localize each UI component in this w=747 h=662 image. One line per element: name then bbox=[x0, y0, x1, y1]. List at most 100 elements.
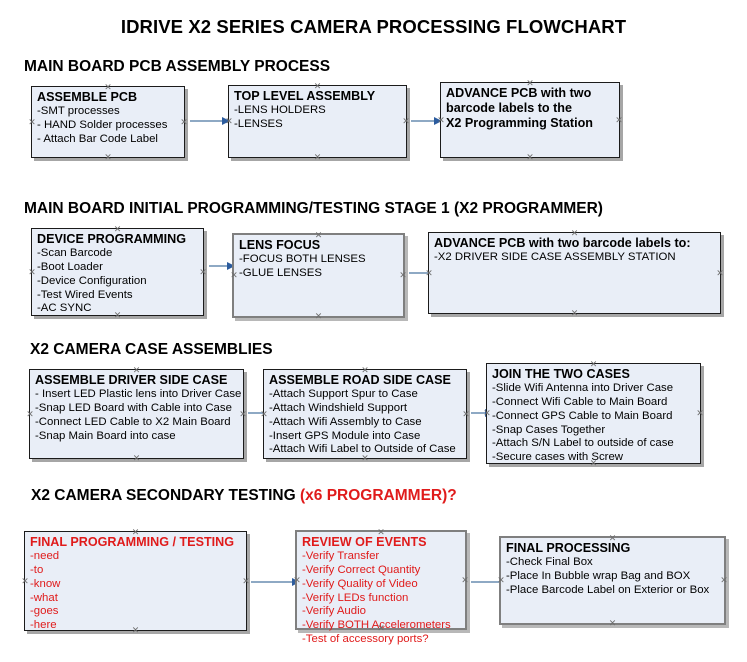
node-advance-pcb-to-x2-programming-station[interactable]: ADVANCE PCB with two barcode labels to t… bbox=[440, 82, 620, 158]
connection-handle-right[interactable] bbox=[716, 269, 725, 278]
node-line: -Slide Wifi Antenna into Driver Case bbox=[492, 381, 674, 394]
node-line: -Connect GPS Cable to Main Board bbox=[492, 409, 673, 422]
node-line: -GLUE LENSES bbox=[239, 266, 322, 279]
connection-handle-left[interactable] bbox=[26, 410, 35, 419]
node-line: -SMT processes bbox=[37, 104, 120, 117]
connection-handle-bottom[interactable] bbox=[314, 312, 323, 321]
node-final-processing[interactable]: FINAL PROCESSING -Check Final Box -Place… bbox=[499, 536, 726, 625]
connection-handle-bottom[interactable] bbox=[113, 311, 122, 320]
node-line-overflow: -Test of accessory ports? bbox=[302, 633, 429, 646]
connection-handle-top[interactable] bbox=[313, 82, 322, 91]
connection-handle-left[interactable] bbox=[28, 118, 37, 127]
node-body: - Insert LED Plastic lens into Driver Ca… bbox=[35, 387, 242, 444]
section-heading-text: X2 CAMERA CASE ASSEMBLIES bbox=[30, 341, 273, 358]
node-title: JOIN THE TWO CASES bbox=[492, 367, 630, 381]
node-line: -AC SYNC bbox=[37, 302, 92, 315]
connection-handle-top[interactable] bbox=[526, 79, 535, 88]
connection-handle-bottom[interactable] bbox=[104, 153, 113, 162]
connection-handle-top[interactable] bbox=[377, 528, 386, 537]
node-title: REVIEW OF EVENTS bbox=[302, 535, 427, 549]
section-heading-x2-camera-secondary-testing: X2 CAMERA SECONDARY TESTING (x6 PROGRAMM… bbox=[31, 487, 457, 505]
node-lens-focus[interactable]: LENS FOCUS -FOCUS BOTH LENSES -GLUE LENS… bbox=[232, 233, 405, 318]
node-title: FINAL PROCESSING bbox=[506, 541, 631, 555]
node-line: -need bbox=[30, 549, 60, 562]
node-final-programming-testing[interactable]: FINAL PROGRAMMING / TESTING -need -to -k… bbox=[24, 531, 247, 631]
connection-handle-right[interactable] bbox=[461, 576, 470, 585]
connection-handle-top[interactable] bbox=[132, 366, 141, 375]
connection-handle-left[interactable] bbox=[260, 410, 269, 419]
node-body: -FOCUS BOTH LENSES -GLUE LENSES bbox=[239, 253, 399, 281]
connector-assemble-pcb-to-top-level-assembly bbox=[190, 116, 230, 125]
node-title: ASSEMBLE DRIVER SIDE CASE bbox=[35, 373, 228, 387]
connection-handle-left[interactable] bbox=[437, 116, 446, 125]
connection-handle-top[interactable] bbox=[104, 83, 113, 92]
node-line: -X2 DRIVER SIDE CASE ASSEMBLY STATION bbox=[434, 250, 676, 263]
node-advance-pcb-to-driver-side-case-assembly-station[interactable]: ADVANCE PCB with two barcode labels to: … bbox=[428, 232, 721, 314]
node-title: ASSEMBLE ROAD SIDE CASE bbox=[269, 373, 451, 387]
connection-handle-right[interactable] bbox=[242, 577, 251, 586]
page-title: IDRIVE X2 SERIES CAMERA PROCESSING FLOWC… bbox=[120, 16, 627, 37]
node-assemble-road-side-case[interactable]: ASSEMBLE ROAD SIDE CASE -Attach Support … bbox=[263, 369, 467, 459]
node-line: -FOCUS BOTH LENSES bbox=[239, 252, 366, 265]
node-line: -Scan Barcode bbox=[37, 246, 113, 259]
connection-handle-top[interactable] bbox=[314, 231, 323, 240]
connection-handle-right[interactable] bbox=[615, 116, 624, 125]
node-top-level-assembly[interactable]: TOP LEVEL ASSEMBLY -LENS HOLDERS -LENSES bbox=[228, 85, 407, 158]
connection-handle-bottom[interactable] bbox=[377, 624, 386, 633]
node-line: X2 Programming Station bbox=[446, 116, 593, 131]
connection-handle-bottom[interactable] bbox=[313, 153, 322, 162]
node-line: -know bbox=[30, 577, 61, 590]
node-line: -Verify Audio bbox=[302, 605, 366, 618]
section-heading-x2-camera-case-assemblies: X2 CAMERA CASE ASSEMBLIES bbox=[30, 341, 273, 359]
node-line: -what bbox=[30, 591, 58, 604]
node-device-programming[interactable]: DEVICE PROGRAMMING -Scan Barcode -Boot L… bbox=[31, 228, 204, 316]
node-line: -Attach Windshield Support bbox=[269, 401, 408, 414]
node-line: -LENS HOLDERS bbox=[234, 103, 326, 116]
connection-handle-right[interactable] bbox=[399, 271, 408, 280]
connection-handle-top[interactable] bbox=[570, 229, 579, 238]
connection-handle-left[interactable] bbox=[21, 577, 30, 586]
connection-handle-left[interactable] bbox=[425, 269, 434, 278]
connection-handle-top[interactable] bbox=[589, 360, 598, 369]
connector-device-programming-to-lens-focus bbox=[209, 261, 235, 270]
node-line: -Attach Support Spur to Case bbox=[269, 387, 418, 400]
connection-handle-right[interactable] bbox=[199, 268, 208, 277]
node-join-the-two-cases[interactable]: JOIN THE TWO CASES -Slide Wifi Antenna i… bbox=[486, 363, 701, 464]
node-body: -X2 DRIVER SIDE CASE ASSEMBLY STATION bbox=[434, 251, 716, 265]
connection-handle-top[interactable] bbox=[131, 528, 140, 537]
connection-handle-bottom[interactable] bbox=[132, 454, 141, 463]
connection-handle-left[interactable] bbox=[483, 409, 492, 418]
connection-handle-top[interactable] bbox=[361, 366, 370, 375]
node-line: barcode labels to the bbox=[446, 100, 572, 115]
node-line: -Verify LEDs function bbox=[302, 591, 409, 604]
connection-handle-right[interactable] bbox=[462, 410, 471, 419]
connection-handle-bottom[interactable] bbox=[608, 619, 617, 628]
node-assemble-driver-side-case[interactable]: ASSEMBLE DRIVER SIDE CASE - Insert LED P… bbox=[29, 369, 244, 459]
node-line: - Attach Bar Code Label bbox=[37, 132, 158, 145]
connection-handle-bottom[interactable] bbox=[589, 459, 598, 468]
connection-handle-left[interactable] bbox=[230, 271, 239, 280]
node-assemble-pcb[interactable]: ASSEMBLE PCB -SMT processes - HAND Solde… bbox=[31, 86, 185, 158]
connection-handle-bottom[interactable] bbox=[361, 454, 370, 463]
section-heading-main-board-initial-programming-testing-stage-1: MAIN BOARD INITIAL PROGRAMMING/TESTING S… bbox=[24, 200, 603, 218]
connection-handle-left[interactable] bbox=[28, 268, 37, 277]
connection-handle-bottom[interactable] bbox=[526, 153, 535, 162]
node-title: FINAL PROGRAMMING / TESTING bbox=[30, 535, 235, 549]
connection-handle-right[interactable] bbox=[696, 409, 705, 418]
node-line: - Insert LED Plastic lens into Driver Ca… bbox=[35, 387, 242, 400]
connection-handle-right[interactable] bbox=[402, 117, 411, 126]
node-review-of-events[interactable]: REVIEW OF EVENTS -Verify Transfer -Verif… bbox=[293, 528, 470, 645]
connection-handle-right[interactable] bbox=[180, 118, 189, 127]
connection-handle-top[interactable] bbox=[113, 225, 122, 234]
connection-handle-right[interactable] bbox=[720, 576, 729, 585]
node-line: -Test Wired Events bbox=[37, 288, 133, 301]
connection-handle-left[interactable] bbox=[497, 576, 506, 585]
connection-handle-left[interactable] bbox=[293, 576, 302, 585]
connection-handle-top[interactable] bbox=[608, 534, 617, 543]
connection-handle-bottom[interactable] bbox=[570, 309, 579, 318]
connection-handle-left[interactable] bbox=[225, 117, 234, 126]
node-line: -Device Configuration bbox=[37, 274, 147, 287]
connection-handle-right[interactable] bbox=[239, 410, 248, 419]
connection-handle-bottom[interactable] bbox=[131, 626, 140, 635]
node-title: ASSEMBLE PCB bbox=[37, 90, 138, 104]
